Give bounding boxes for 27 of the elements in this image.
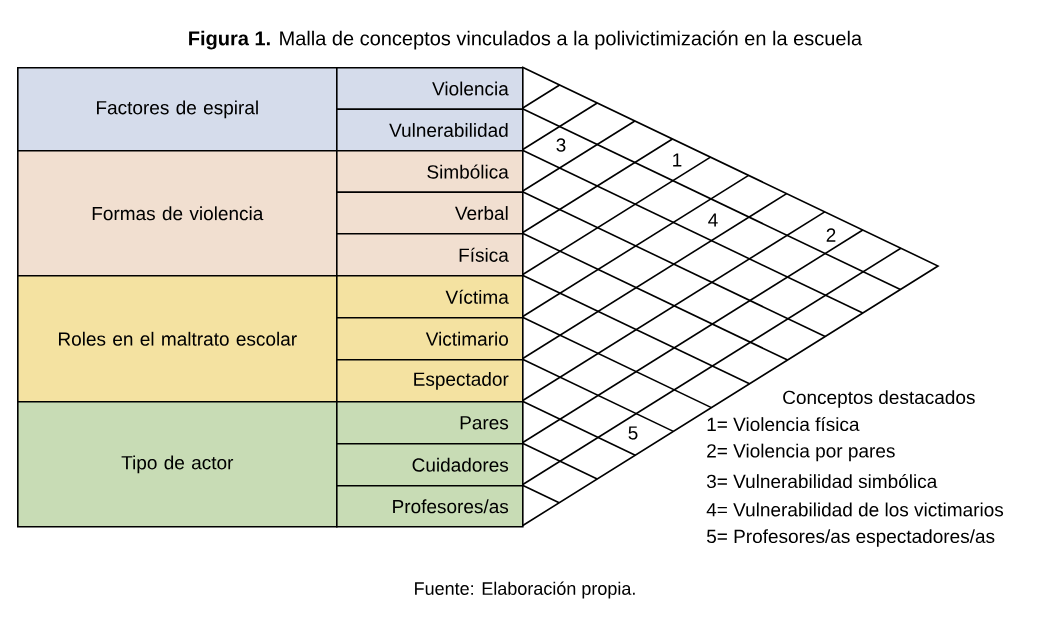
item-box: Victimario xyxy=(336,317,524,361)
item-box: Vulnerabilidad xyxy=(336,108,524,152)
legend-entry: 3= Vulnerabilidad simbólica xyxy=(706,473,938,489)
legend-entry: 1= Violencia física xyxy=(707,416,860,432)
item-box: Víctima xyxy=(336,275,524,319)
item-box: Espectador xyxy=(336,359,524,403)
cell-number: 5 xyxy=(628,426,638,440)
cell-number: 3 xyxy=(556,138,566,152)
category-box: Roles en el maltrato escolar xyxy=(17,275,338,403)
category-box: Tipo de actor xyxy=(17,401,338,528)
legend-title: Conceptos destacados xyxy=(783,390,975,408)
item-box: Violencia xyxy=(336,67,524,111)
item-box: Pares xyxy=(336,401,524,445)
category-box: Formas de violencia xyxy=(17,150,338,277)
legend-entry: 2= Violencia por pares xyxy=(707,443,895,462)
item-box: Cuidadores xyxy=(336,443,524,487)
figure-title: Figura 1. Malla de conceptos vinculados a la polivictimización en la escuela xyxy=(189,30,863,50)
item-box: Simbólica xyxy=(336,150,524,194)
cell-number: 1 xyxy=(673,153,682,167)
legend-entry: 4= Vulnerabilidad de los victimarios xyxy=(706,502,1004,517)
cell-number: 2 xyxy=(826,228,836,242)
legend-entry: 5= Profesores/as espectadores/as xyxy=(706,529,995,547)
cell-number: 4 xyxy=(708,213,718,227)
item-box: Verbal xyxy=(336,191,524,235)
item-box: Física xyxy=(336,233,524,277)
source-caption: Fuente: Elaboración propia. xyxy=(415,581,635,599)
item-box: Profesores/as xyxy=(336,485,524,528)
